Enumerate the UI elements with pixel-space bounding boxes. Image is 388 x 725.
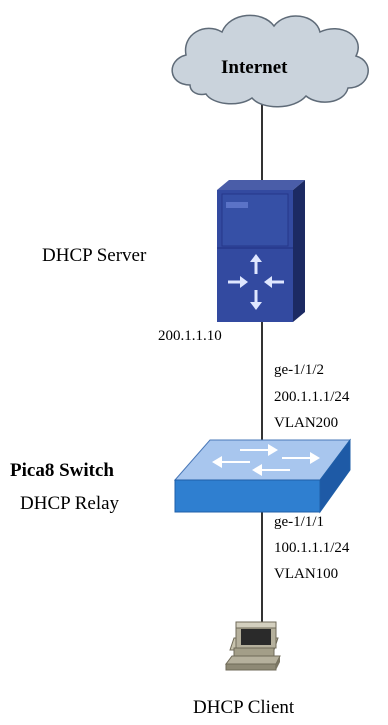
uplink-port: ge-1/1/2 [274, 362, 324, 378]
switch-role: DHCP Relay [20, 493, 120, 514]
client-label: DHCP Client [193, 697, 295, 718]
downlink-port: ge-1/1/1 [274, 514, 324, 530]
computer-icon [225, 621, 281, 671]
internet-label: Internet [221, 57, 288, 78]
downlink-vlan: VLAN100 [274, 566, 339, 582]
downlink-ip: 100.1.1.1/24 [274, 540, 350, 556]
server-ip: 200.1.1.10 [158, 328, 222, 344]
uplink-vlan: VLAN200 [274, 415, 339, 431]
switch-icon [173, 438, 351, 514]
server-icon [217, 180, 305, 322]
uplink-ip: 200.1.1.1/24 [274, 389, 350, 405]
cloud-icon [171, 14, 369, 108]
server-label: DHCP Server [42, 245, 147, 266]
switch-name: Pica8 Switch [10, 460, 114, 481]
